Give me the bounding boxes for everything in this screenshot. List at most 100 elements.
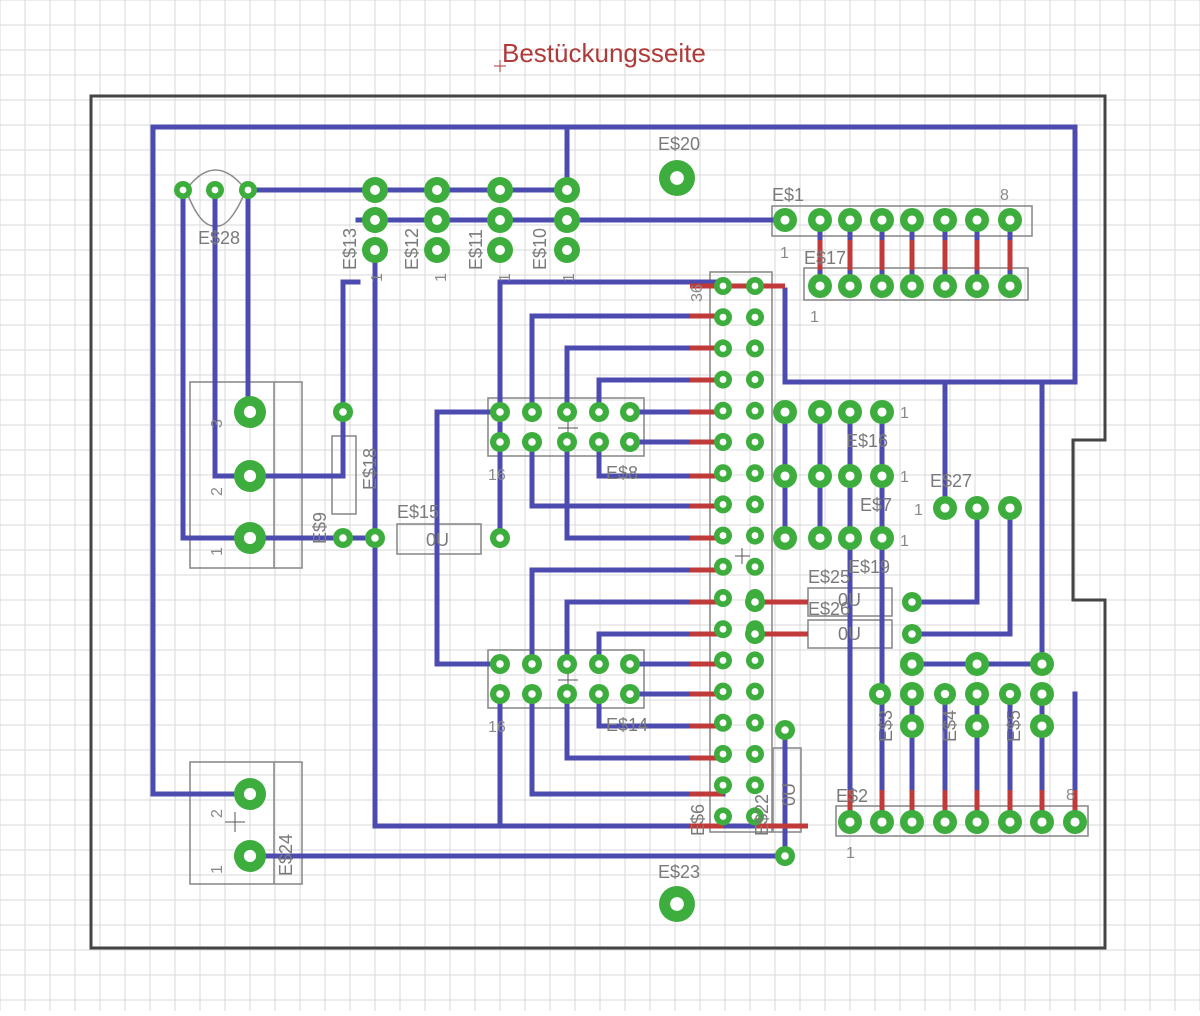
drill-hole [244, 186, 252, 194]
label-e4: E$4 [940, 710, 960, 742]
value-e25: 0U [838, 590, 861, 610]
label-e5: E$5 [1004, 710, 1024, 742]
board-title: Bestückungsseite [502, 38, 706, 68]
drill-hole [1037, 817, 1047, 827]
pin-1-e12: 1 [433, 273, 450, 282]
drill-hole [595, 660, 603, 668]
drill-hole [845, 215, 855, 225]
drill-hole [751, 313, 759, 321]
drill-hole [563, 660, 571, 668]
label-e25: E$25 [808, 567, 850, 587]
drill-hole [432, 215, 442, 225]
label-e10: E$10 [530, 228, 550, 270]
label-e16: E$16 [846, 431, 888, 451]
pin-1-e19: 1 [900, 533, 909, 550]
drill-hole [719, 344, 727, 352]
drill-hole [781, 852, 789, 860]
drill-hole [243, 469, 257, 483]
drill-hole [815, 471, 825, 481]
pin-1-e16: 1 [900, 405, 909, 422]
value-e15: 0U [426, 530, 449, 550]
drill-hole [371, 534, 379, 542]
drill-hole [495, 185, 505, 195]
pin-1-e11: 1 [497, 273, 514, 282]
drill-hole [719, 656, 727, 664]
drill-hole [815, 215, 825, 225]
drill-hole [780, 533, 790, 543]
drill-hole [719, 469, 727, 477]
drill-hole [243, 405, 257, 419]
drill-hole [877, 533, 887, 543]
bottom-trace [564, 599, 726, 667]
drill-hole [972, 721, 982, 731]
drill-hole [751, 532, 759, 540]
drill-hole [751, 781, 759, 789]
drill-hole [719, 781, 727, 789]
drill-hole [972, 659, 982, 669]
label-e22: E$22 [752, 794, 772, 836]
bottom-trace [340, 279, 361, 415]
drill-hole [751, 812, 759, 820]
drill-hole [719, 500, 727, 508]
bottom-trace [529, 567, 726, 667]
drill-hole [719, 594, 727, 602]
drill-hole [563, 690, 571, 698]
component-labels: E$20 E$1 E$28 E$17 E$16 E$27 E$7 E$19 E$… [198, 134, 1024, 882]
bottom-trace [434, 409, 503, 667]
drill-hole [528, 438, 536, 446]
label-e23: E$23 [658, 862, 700, 882]
pin-2-e24: 2 [209, 809, 226, 818]
pin-3-e28: 3 [209, 419, 226, 428]
drill-hole [719, 438, 727, 446]
drill-hole [815, 281, 825, 291]
drill-hole [877, 471, 887, 481]
drill-hole [751, 750, 759, 758]
pin-1-e10: 1 [561, 273, 578, 282]
bottom-trace [596, 631, 726, 667]
bottom-trace [564, 691, 726, 761]
pin-1-e17: 1 [810, 309, 819, 326]
drill-hole [496, 534, 504, 542]
drill-hole [780, 407, 790, 417]
drill-hole [907, 689, 917, 699]
pin-8-e2: 8 [1066, 787, 1075, 804]
drill-hole [940, 689, 950, 699]
bottom-trace [150, 124, 1078, 385]
label-e9: E$9 [310, 512, 330, 544]
drill-hole [179, 186, 187, 194]
bottom-trace [180, 187, 253, 541]
drill-hole [370, 245, 380, 255]
bottom-trace [529, 439, 726, 509]
label-e18: E$18 [360, 448, 380, 490]
drill-hole [1005, 215, 1015, 225]
label-e15: E$15 [397, 502, 439, 522]
drill-hole [751, 656, 759, 664]
drill-hole [845, 281, 855, 291]
drill-hole [751, 407, 759, 415]
drill-hole [528, 660, 536, 668]
drill-hole [496, 408, 504, 416]
drill-hole [907, 659, 917, 669]
pin-2-e28: 2 [209, 487, 226, 496]
drill-hole [877, 215, 887, 225]
drill-hole [211, 186, 219, 194]
pin-16-e8: 16 [488, 467, 506, 484]
bottom-trace [909, 505, 1013, 637]
value-e22: 0U [779, 783, 799, 806]
drill-hole [940, 281, 950, 291]
drill-hole [719, 532, 727, 540]
bottom-trace [596, 691, 726, 729]
pin-1-e2: 1 [846, 845, 855, 862]
label-e13: E$13 [340, 228, 360, 270]
bottom-trace [564, 439, 726, 541]
drill-hole [972, 689, 982, 699]
drill-hole [1005, 817, 1015, 827]
drill-hole [370, 185, 380, 195]
drill-hole [845, 533, 855, 543]
drill-hole [1037, 689, 1047, 699]
label-e14: E$14 [606, 715, 648, 735]
drill-hole [626, 660, 634, 668]
label-e2: E$2 [836, 786, 868, 806]
drill-hole [719, 407, 727, 415]
